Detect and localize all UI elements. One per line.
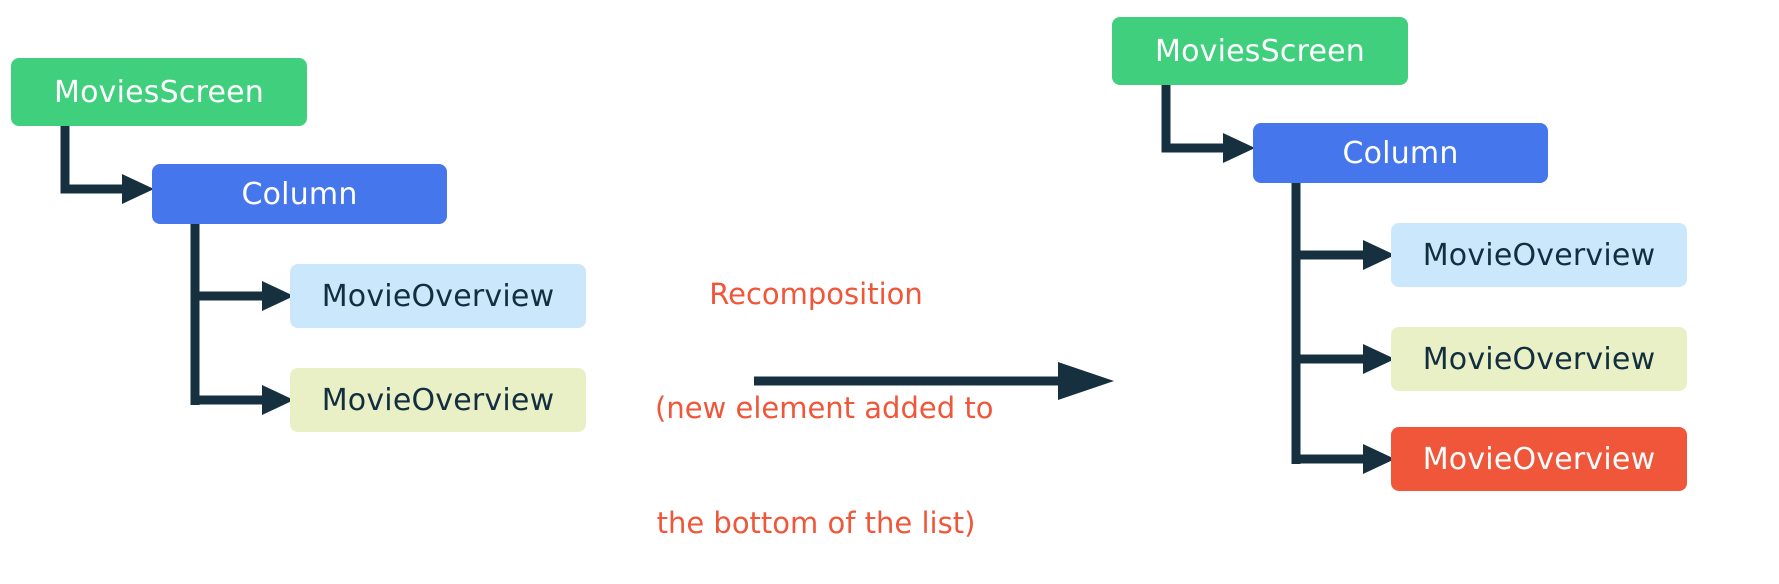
transition-label-line-1: Recomposition xyxy=(709,276,923,311)
right-node-movies-screen-label: MoviesScreen xyxy=(1155,33,1365,69)
right-connector-column-to-children xyxy=(1291,183,1401,474)
left-connector-column-to-children xyxy=(190,224,300,415)
long-right-arrow-icon xyxy=(752,360,1124,402)
right-node-column-label: Column xyxy=(1342,135,1459,171)
right-node-column: Column xyxy=(1253,123,1548,183)
right-node-movie-overview-1-label: MovieOverview xyxy=(1422,237,1656,273)
left-node-movies-screen-label: MoviesScreen xyxy=(54,74,264,110)
right-node-movie-overview-3: MovieOverview xyxy=(1391,427,1687,491)
right-node-movie-overview-1: MovieOverview xyxy=(1391,223,1687,287)
right-node-movies-screen: MoviesScreen xyxy=(1112,17,1408,85)
left-node-column-label: Column xyxy=(241,176,358,212)
left-connector-screen-to-column xyxy=(60,126,160,204)
transition-label: Recomposition (new element added to the … xyxy=(655,198,994,584)
transition-label-line-3: the bottom of the list) xyxy=(656,506,976,541)
left-node-movie-overview-2: MovieOverview xyxy=(290,368,586,432)
transition-label-line-2: (new element added to xyxy=(655,391,994,426)
left-node-column: Column xyxy=(152,164,447,224)
left-node-movie-overview-1: MovieOverview xyxy=(290,264,586,328)
left-node-movies-screen: MoviesScreen xyxy=(11,58,307,126)
right-connector-screen-to-column xyxy=(1161,85,1261,163)
left-node-movie-overview-2-label: MovieOverview xyxy=(321,382,555,418)
right-node-movie-overview-2-label: MovieOverview xyxy=(1422,341,1656,377)
right-node-movie-overview-3-label: MovieOverview xyxy=(1422,441,1656,477)
left-node-movie-overview-1-label: MovieOverview xyxy=(321,278,555,314)
right-node-movie-overview-2: MovieOverview xyxy=(1391,327,1687,391)
